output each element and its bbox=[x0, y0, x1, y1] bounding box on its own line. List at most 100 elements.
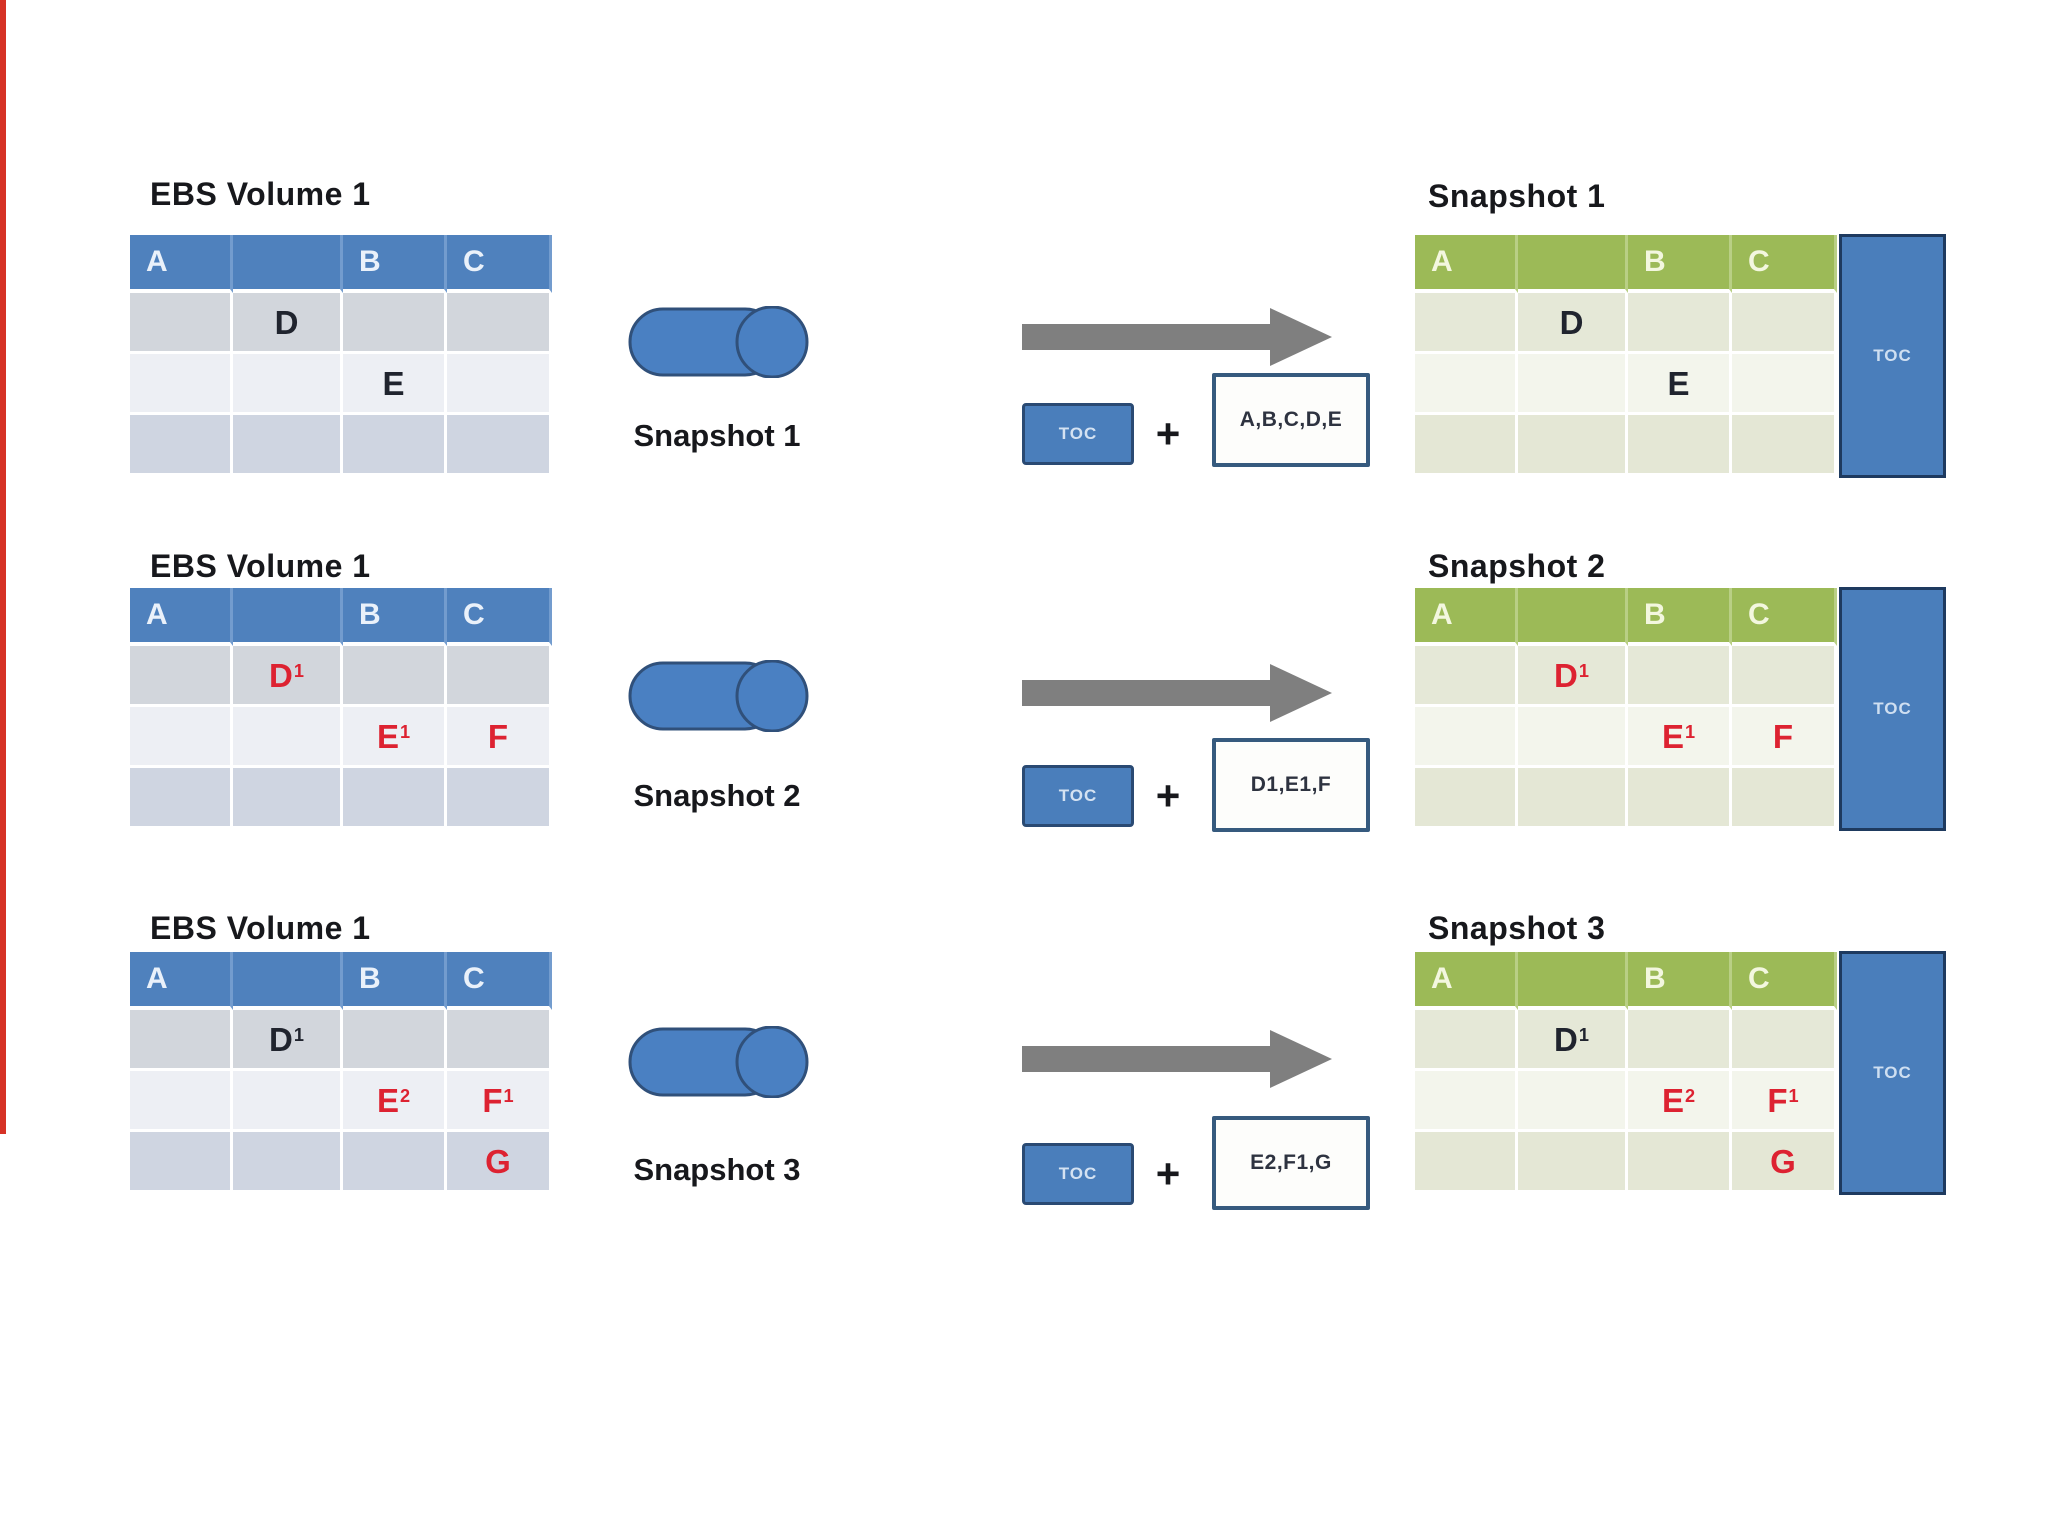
arrow-shaft bbox=[1022, 680, 1270, 706]
table-cell bbox=[130, 1010, 233, 1071]
column-header-cell: A bbox=[130, 235, 233, 293]
table-cell: D1 bbox=[233, 1010, 343, 1071]
volume-title: EBS Volume 1 bbox=[150, 176, 371, 212]
table-cell: G bbox=[1732, 1132, 1837, 1193]
block-value: F bbox=[1772, 717, 1794, 755]
block-value: F1 bbox=[1767, 1081, 1799, 1119]
table-cell bbox=[447, 415, 552, 476]
plus-sign: + bbox=[1155, 772, 1181, 819]
table-cell bbox=[130, 1132, 233, 1193]
snapshot-title: Snapshot 1 bbox=[1428, 178, 1606, 214]
column-header-cell: C bbox=[1732, 952, 1837, 1010]
snapshot-label: Snapshot 3 bbox=[633, 1152, 801, 1187]
snapshot-title: Snapshot 3 bbox=[1428, 910, 1606, 946]
table-cell bbox=[1415, 646, 1518, 707]
snapshot-toc-box: TOC bbox=[1839, 951, 1946, 1195]
column-header-cell: B bbox=[1628, 588, 1732, 646]
table-cell bbox=[1732, 646, 1837, 707]
table-cell bbox=[1415, 1071, 1518, 1132]
table-cell bbox=[233, 415, 343, 476]
block-version-superscript: 1 bbox=[293, 1024, 304, 1045]
column-header-cell: A bbox=[1415, 588, 1518, 646]
table-cell bbox=[343, 293, 447, 354]
table-cell bbox=[130, 354, 233, 415]
block-version-superscript: 2 bbox=[399, 1085, 411, 1106]
table-cell bbox=[130, 646, 233, 707]
left-edge-red-artifact bbox=[0, 0, 6, 1134]
column-header-cell bbox=[1518, 235, 1628, 293]
changed-blocks-box: D1,E1,F bbox=[1212, 738, 1370, 832]
plus-sign: + bbox=[1155, 410, 1181, 457]
block-version-superscript: 1 bbox=[1788, 1085, 1799, 1106]
toc-chip: TOC bbox=[1022, 765, 1134, 827]
table-cell bbox=[233, 1132, 343, 1193]
snapshot-label: Snapshot 1 bbox=[633, 418, 801, 453]
table-cell bbox=[1415, 293, 1518, 354]
right-arrow-icon bbox=[1022, 664, 1332, 722]
arrow-head bbox=[1270, 664, 1332, 722]
column-header-cell: B bbox=[343, 952, 447, 1010]
column-header-cell: B bbox=[343, 588, 447, 646]
table-cell bbox=[233, 1071, 343, 1132]
column-header-cell: C bbox=[447, 235, 552, 293]
snapshot-label: Snapshot 2 bbox=[633, 778, 801, 813]
table-cell bbox=[1415, 1132, 1518, 1193]
ebs-volume-cylinder-icon bbox=[628, 660, 809, 732]
table-cell: D bbox=[1518, 293, 1628, 354]
table-cell bbox=[343, 1010, 447, 1071]
column-header-cell: B bbox=[343, 235, 447, 293]
right-arrow-icon bbox=[1022, 1030, 1332, 1088]
block-version-superscript: 2 bbox=[1684, 1085, 1696, 1106]
table-cell bbox=[233, 354, 343, 415]
table-cell bbox=[447, 1010, 552, 1071]
arrow-shaft bbox=[1022, 1046, 1270, 1072]
table-cell: E bbox=[343, 354, 447, 415]
column-header-cell bbox=[233, 235, 343, 293]
column-header-cell: A bbox=[1415, 235, 1518, 293]
table-cell bbox=[1518, 415, 1628, 476]
changed-blocks-box: A,B,C,D,E bbox=[1212, 373, 1370, 467]
table-cell bbox=[233, 768, 343, 829]
table-cell: E2 bbox=[1628, 1071, 1732, 1132]
block-value: E bbox=[1667, 364, 1690, 402]
column-header-cell bbox=[1518, 588, 1628, 646]
block-version-superscript: 1 bbox=[1578, 660, 1589, 681]
block-value: E1 bbox=[1661, 717, 1696, 755]
table-cell bbox=[1518, 768, 1628, 829]
block-value: D1 bbox=[1554, 1020, 1589, 1058]
block-value: F1 bbox=[482, 1081, 514, 1119]
table-cell bbox=[1415, 707, 1518, 768]
volume-title: EBS Volume 1 bbox=[150, 910, 371, 946]
column-header-cell: C bbox=[1732, 588, 1837, 646]
block-value: D bbox=[274, 303, 299, 341]
snapshot-toc-box: TOC bbox=[1839, 234, 1946, 478]
block-value: E2 bbox=[1661, 1081, 1696, 1119]
ebs-volume-cylinder-icon bbox=[628, 306, 809, 378]
table-cell: E1 bbox=[1628, 707, 1732, 768]
block-value: E1 bbox=[376, 717, 411, 755]
column-header-cell bbox=[233, 588, 343, 646]
block-value: G bbox=[1770, 1142, 1796, 1180]
column-header-cell: A bbox=[130, 952, 233, 1010]
table-cell bbox=[233, 707, 343, 768]
table-cell: F bbox=[447, 707, 552, 768]
block-value: D bbox=[1559, 303, 1584, 341]
plus-sign: + bbox=[1155, 1150, 1181, 1197]
table-cell bbox=[130, 1071, 233, 1132]
table-cell: E2 bbox=[343, 1071, 447, 1132]
table-cell bbox=[1628, 646, 1732, 707]
table-cell bbox=[1628, 1010, 1732, 1071]
table-cell: F bbox=[1732, 707, 1837, 768]
table-cell bbox=[1415, 354, 1518, 415]
snapshot-title: Snapshot 2 bbox=[1428, 548, 1606, 584]
table-cell: D1 bbox=[1518, 1010, 1628, 1071]
block-version-superscript: 1 bbox=[503, 1085, 514, 1106]
table-cell bbox=[343, 768, 447, 829]
arrow-shaft bbox=[1022, 324, 1270, 350]
table-cell bbox=[1628, 1132, 1732, 1193]
arrow-head bbox=[1270, 1030, 1332, 1088]
table-cell bbox=[1518, 1132, 1628, 1193]
